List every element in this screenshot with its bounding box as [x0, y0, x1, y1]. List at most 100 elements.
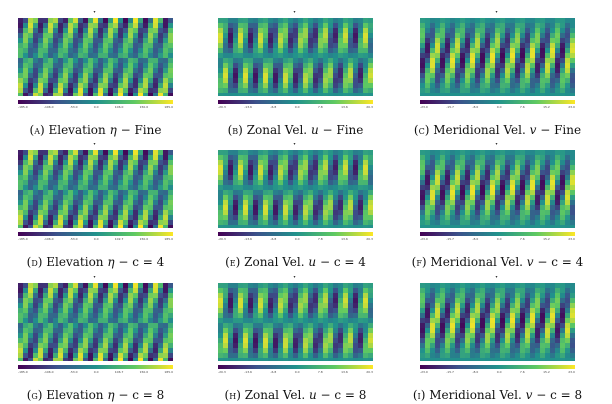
field-cell	[470, 73, 475, 78]
field-cell	[128, 63, 133, 68]
field-cell	[288, 28, 293, 33]
field-cell	[243, 328, 248, 333]
field-cell	[38, 175, 43, 180]
field-cell	[420, 333, 425, 338]
colorbar-tick-label: 0.0	[294, 105, 300, 109]
field-cell	[560, 293, 565, 298]
field-cell	[88, 150, 93, 155]
field-cell	[88, 83, 93, 88]
field-cell	[93, 348, 98, 353]
field-cell	[148, 73, 153, 78]
field-cell	[455, 155, 460, 160]
field-cell	[38, 210, 43, 215]
field-cell	[520, 210, 525, 215]
field-cell	[288, 353, 293, 358]
field-cell	[78, 308, 83, 313]
field-cell	[68, 358, 73, 361]
field-cell	[475, 78, 480, 83]
field-cell	[425, 338, 430, 343]
field-cell	[353, 63, 358, 68]
field-cell	[465, 195, 470, 200]
field-cell	[163, 195, 168, 200]
field-cell	[243, 18, 248, 23]
field-cell	[133, 155, 138, 160]
field-cell	[565, 58, 570, 63]
field-cell	[333, 348, 338, 353]
field-cell	[233, 78, 238, 83]
field-cell	[28, 313, 33, 318]
field-cell	[475, 38, 480, 43]
field-cell	[48, 298, 53, 303]
field-cell	[480, 358, 485, 361]
field-cell	[108, 303, 113, 308]
field-cell	[333, 170, 338, 175]
field-cell	[570, 38, 575, 43]
field-cell	[520, 170, 525, 175]
field-cell	[425, 318, 430, 323]
field-cell	[263, 323, 268, 328]
field-cell	[333, 155, 338, 160]
field-cell	[510, 205, 515, 210]
field-cell	[500, 38, 505, 43]
field-cell	[63, 43, 68, 48]
caption-symbol: η	[109, 123, 117, 137]
field-cell	[348, 160, 353, 165]
field-cell	[550, 155, 555, 160]
field-cell	[515, 303, 520, 308]
field-cell	[168, 343, 173, 348]
field-cell	[253, 83, 258, 88]
field-cell	[495, 88, 500, 93]
field-cell	[485, 88, 490, 93]
field-cell	[550, 323, 555, 328]
field-cell	[98, 88, 103, 93]
field-cell	[313, 318, 318, 323]
field-cell	[53, 68, 58, 73]
field-cell	[38, 358, 43, 361]
field-cell	[218, 180, 223, 185]
field-cell	[525, 293, 530, 298]
field-cell	[308, 180, 313, 185]
field-cell	[103, 180, 108, 185]
field-cell	[535, 210, 540, 215]
field-cell	[348, 318, 353, 323]
field-cell	[113, 288, 118, 293]
field-cell	[515, 288, 520, 293]
field-cell	[278, 165, 283, 170]
field-cell	[243, 58, 248, 63]
field-cell	[535, 23, 540, 28]
field-cell	[318, 200, 323, 205]
field-cell	[293, 343, 298, 348]
field-cell	[63, 150, 68, 155]
field-cell	[223, 200, 228, 205]
field-cell	[343, 225, 348, 228]
caption-suffix: − c = 8	[536, 388, 583, 402]
field-cell	[28, 303, 33, 308]
field-cell	[158, 205, 163, 210]
field-cell	[108, 155, 113, 160]
field-cell	[273, 283, 278, 288]
field-cell	[168, 220, 173, 225]
field-cell	[430, 205, 435, 210]
field-cell	[338, 293, 343, 298]
field-cell	[18, 323, 23, 328]
field-cell	[83, 313, 88, 318]
field-cell	[348, 293, 353, 298]
field-cell	[505, 323, 510, 328]
field-cell	[343, 155, 348, 160]
field-cell	[113, 303, 118, 308]
field-cell	[475, 18, 480, 23]
field-cell	[550, 343, 555, 348]
field-cell	[338, 210, 343, 215]
field-cell	[68, 215, 73, 220]
field-cell	[565, 338, 570, 343]
field-cell	[33, 165, 38, 170]
field-cell	[133, 170, 138, 175]
field-cell	[68, 308, 73, 313]
field-cell	[58, 150, 63, 155]
field-cell	[238, 88, 243, 93]
panel-caption: (b) Zonal Vel. u − Fine	[203, 123, 388, 137]
field-cell	[38, 283, 43, 288]
field-cell	[108, 358, 113, 361]
field-cell	[248, 313, 253, 318]
field-cell	[440, 328, 445, 333]
